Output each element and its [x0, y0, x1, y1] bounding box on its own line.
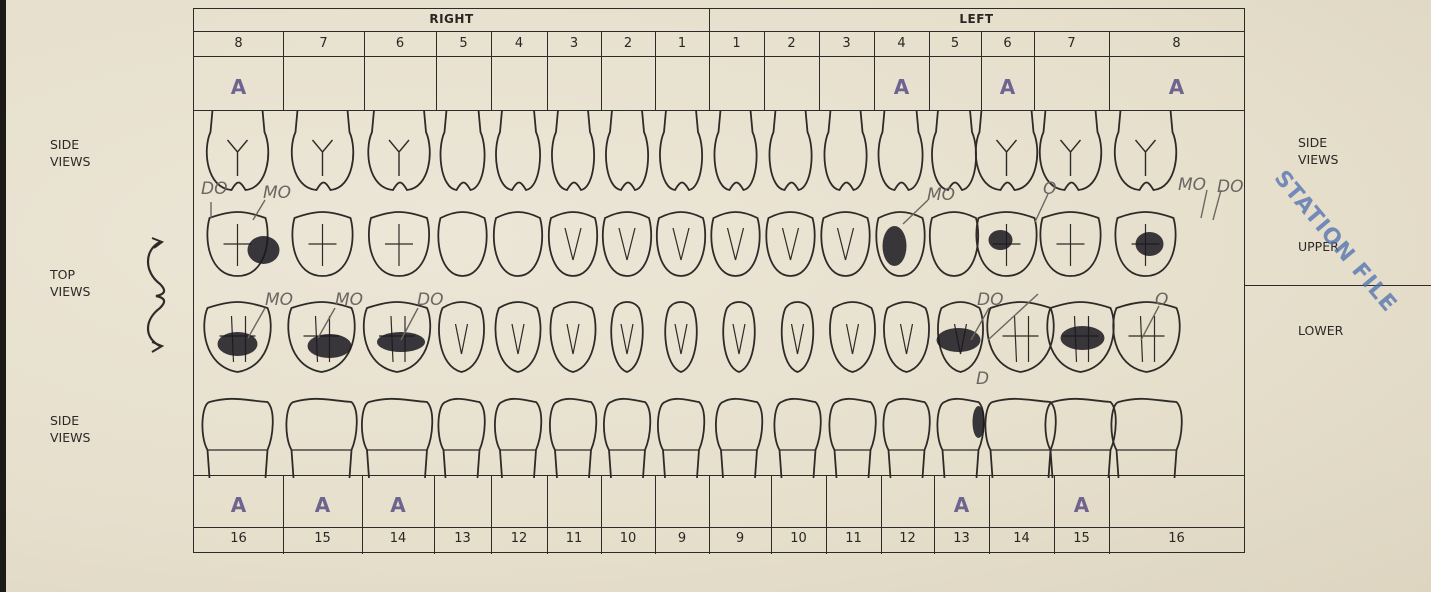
- tooth-number: 2: [764, 36, 819, 51]
- note-l7r: MO: [335, 290, 363, 310]
- row-line: [194, 31, 1244, 32]
- status-stamp-a: A: [874, 75, 929, 99]
- label-line: VIEWS: [50, 429, 90, 446]
- label-line: SIDE: [1298, 134, 1338, 151]
- note-u8r-top: MO: [263, 183, 291, 203]
- header-left: LEFT: [709, 12, 1244, 26]
- tooth-number: 8: [194, 36, 283, 51]
- tooth-number: 14: [362, 531, 434, 546]
- note-u6l: O: [1043, 179, 1056, 199]
- tooth-number: 16: [1109, 531, 1244, 546]
- tooth-number: 14: [989, 531, 1054, 546]
- label-side-views-right: SIDE VIEWS: [1298, 134, 1338, 168]
- pencil-annotations: DO MO MO MO DO MO O DO O D MO DO: [193, 160, 1253, 450]
- label-side-views-lower: SIDE VIEWS: [50, 412, 90, 446]
- label-line: VIEWS: [50, 153, 90, 170]
- tooth-number: 7: [283, 36, 364, 51]
- tooth-number: 8: [1109, 36, 1244, 51]
- tooth-number: 3: [819, 36, 874, 51]
- tooth-number: 10: [771, 531, 826, 546]
- tooth-number: 6: [364, 36, 436, 51]
- label-lower: LOWER: [1298, 322, 1343, 339]
- upper-lower-divider: [1245, 285, 1431, 286]
- tooth-number: 5: [436, 36, 491, 51]
- tooth-number: 13: [434, 531, 491, 546]
- note-l8r: MO: [265, 290, 293, 310]
- row-line: [194, 56, 1244, 57]
- note-u8r-side: DO: [201, 179, 227, 199]
- note-l6r: DO: [417, 290, 443, 310]
- tooth-number: 2: [601, 36, 655, 51]
- label-top-views: TOP VIEWS: [50, 266, 90, 300]
- tooth-number: 1: [709, 36, 764, 51]
- status-stamp-a: A: [981, 75, 1034, 99]
- station-file-stamp: STATION FILE: [1269, 166, 1402, 317]
- note-l7l: O: [1155, 290, 1168, 310]
- note-u4l: MO: [927, 185, 955, 205]
- status-stamp-a: A: [362, 493, 434, 517]
- status-stamp-a: A: [283, 493, 362, 517]
- status-stamp-a: A: [1054, 493, 1109, 517]
- status-stamp-a: A: [194, 493, 283, 517]
- tooth-number: 9: [655, 531, 709, 546]
- page-edge: [0, 0, 6, 592]
- note-l5l-side: D: [976, 369, 989, 389]
- note-l5l: DO: [977, 290, 1003, 310]
- tooth-number: 4: [874, 36, 929, 51]
- label-side-views-upper: SIDE VIEWS: [50, 136, 90, 170]
- note-u8l-a: MO: [1178, 175, 1206, 195]
- tooth-number: 1: [655, 36, 709, 51]
- row-line: [194, 527, 1244, 528]
- label-line: VIEWS: [1298, 151, 1338, 168]
- tooth-number: 10: [601, 531, 655, 546]
- bracket-arrows-icon: [138, 232, 178, 356]
- note-u8l-b: DO: [1217, 177, 1243, 197]
- tooth-number: 3: [547, 36, 601, 51]
- tooth-number: 13: [934, 531, 989, 546]
- label-line: VIEWS: [50, 283, 90, 300]
- status-stamp-a: A: [934, 493, 989, 517]
- tooth-number: 15: [1054, 531, 1109, 546]
- tooth-number: 12: [491, 531, 547, 546]
- tooth-number: 15: [283, 531, 362, 546]
- tooth-number: 6: [981, 36, 1034, 51]
- tooth-number: 11: [547, 531, 601, 546]
- label-line: SIDE: [50, 412, 90, 429]
- label-line: TOP: [50, 266, 90, 283]
- header-right: RIGHT: [194, 12, 709, 26]
- tooth-number: 7: [1034, 36, 1109, 51]
- tooth-number: 9: [709, 531, 771, 546]
- tooth-number: 4: [491, 36, 547, 51]
- tooth-number: 5: [929, 36, 981, 51]
- status-stamp-a: A: [1109, 75, 1244, 99]
- tooth-number: 12: [881, 531, 934, 546]
- tooth-number: 16: [194, 531, 283, 546]
- label-line: SIDE: [50, 136, 90, 153]
- tooth-number: 11: [826, 531, 881, 546]
- status-stamp-a: A: [194, 75, 283, 99]
